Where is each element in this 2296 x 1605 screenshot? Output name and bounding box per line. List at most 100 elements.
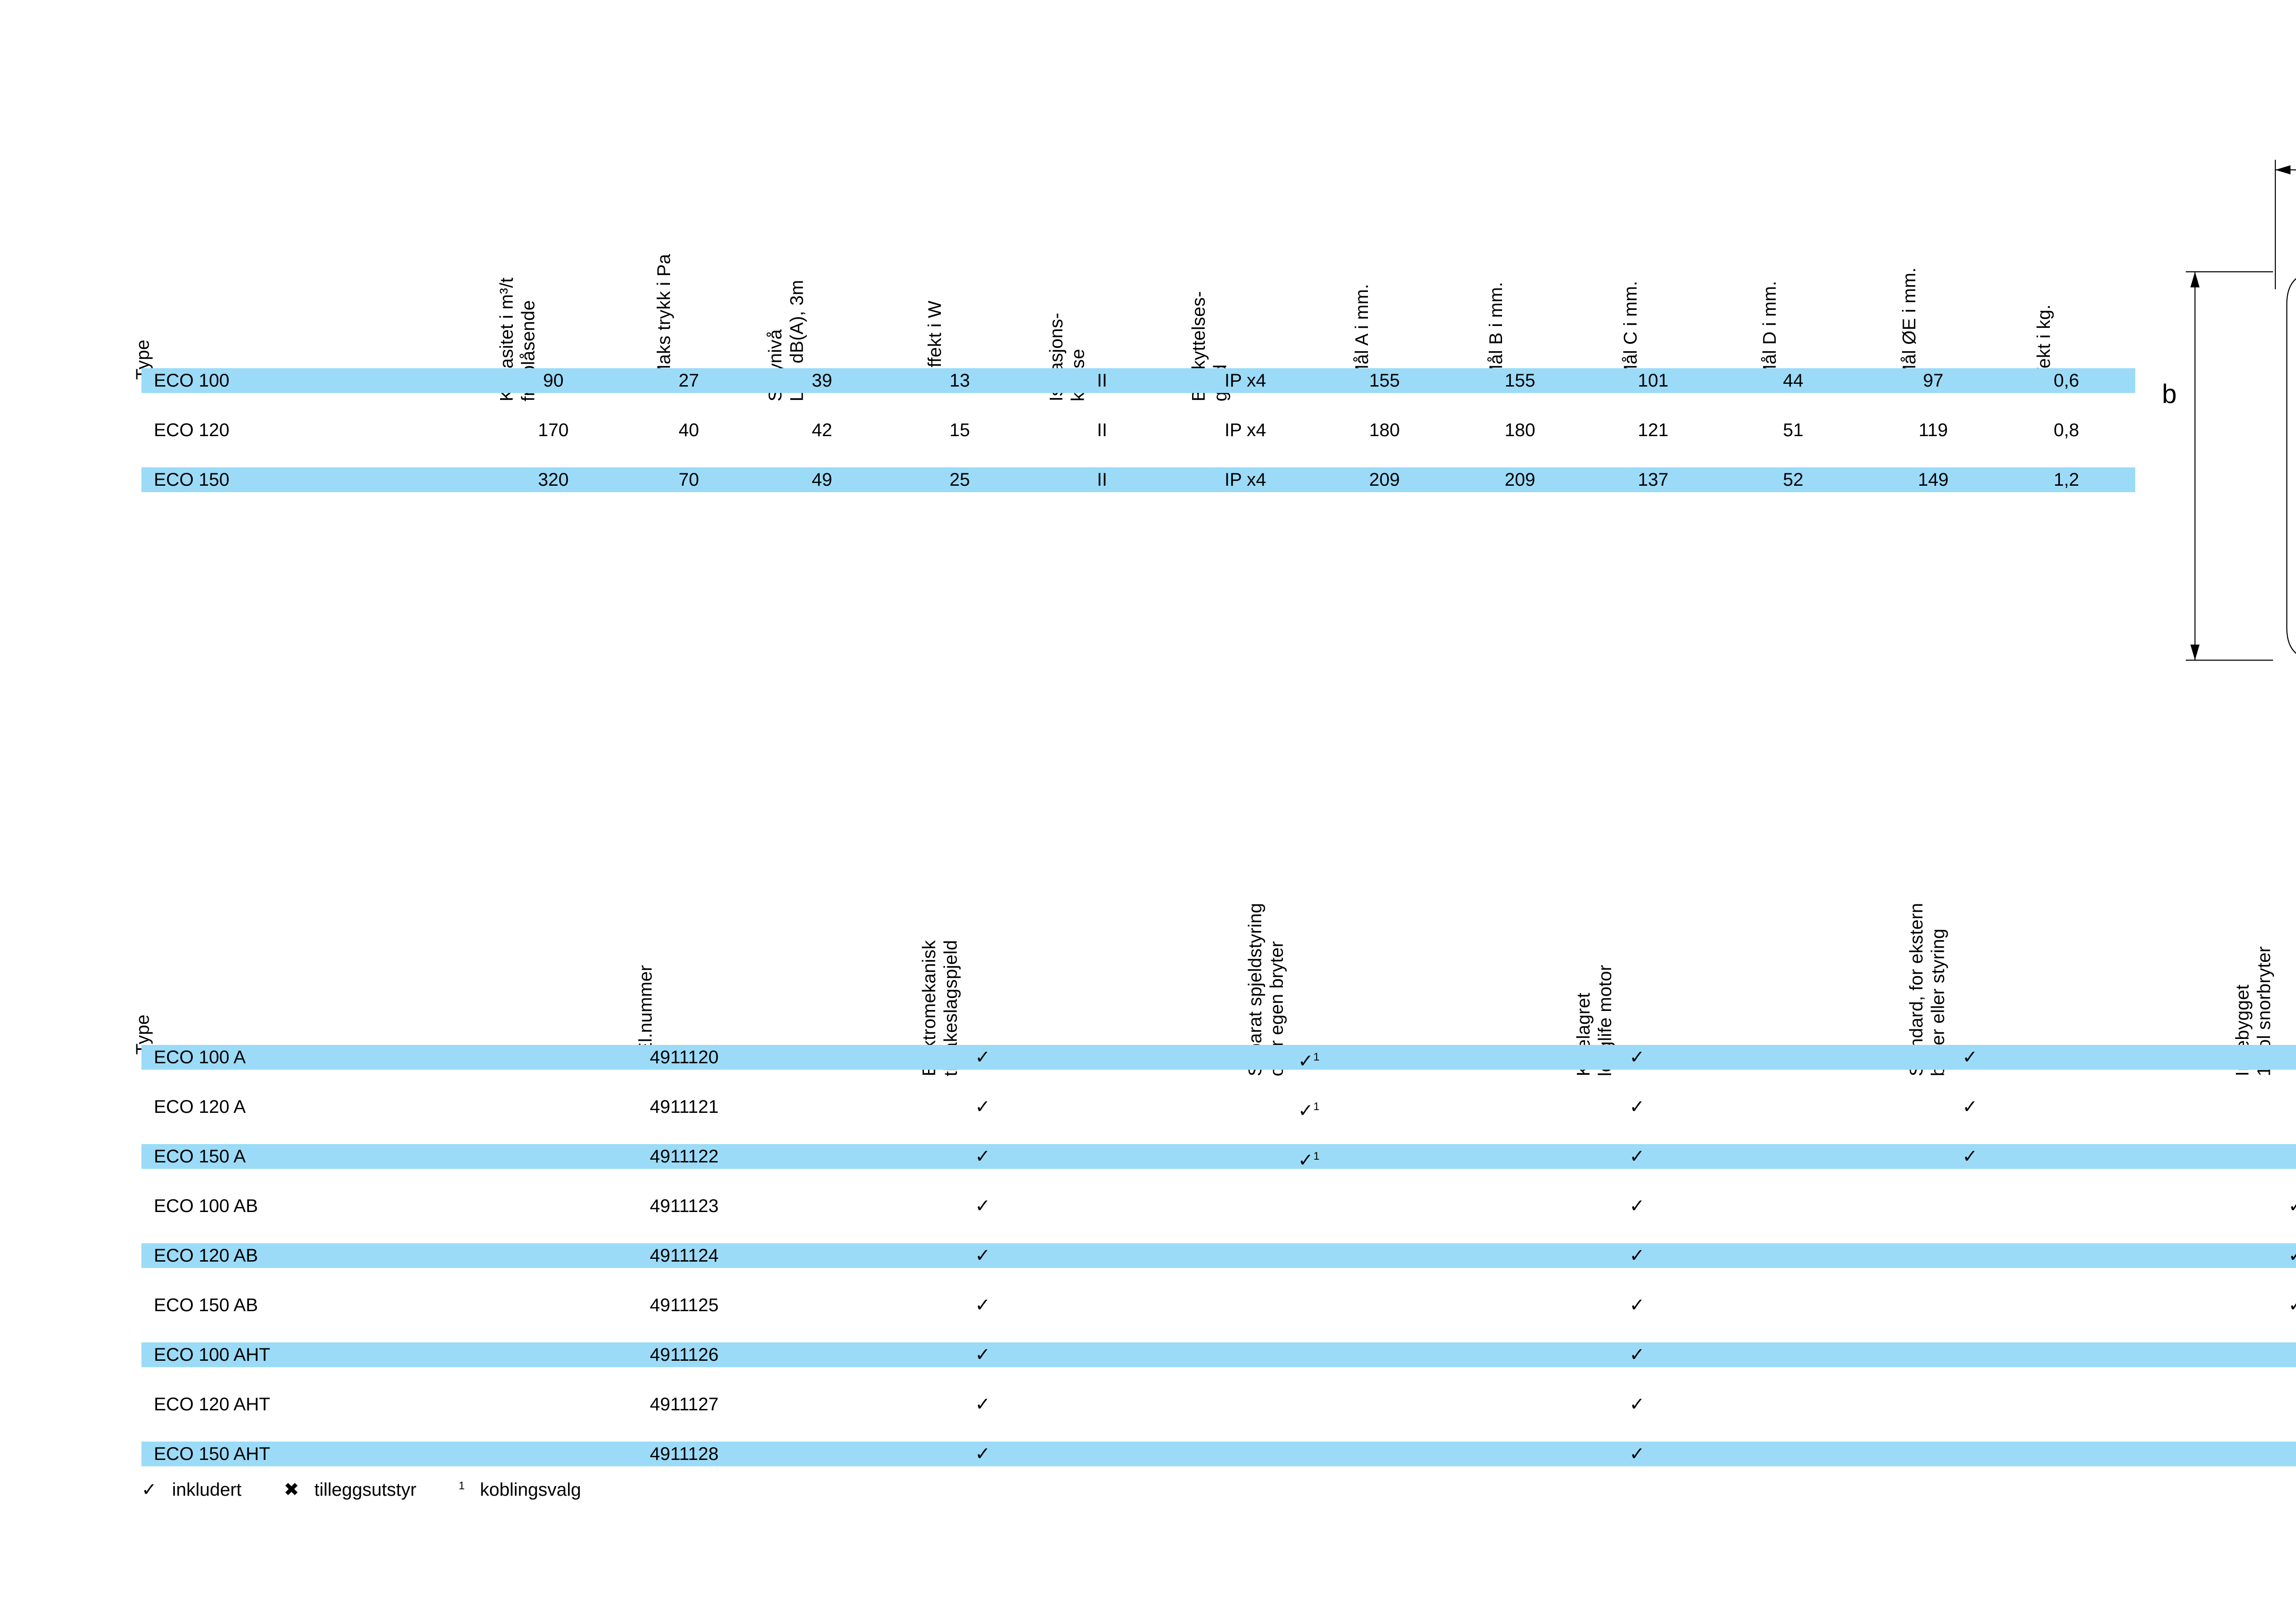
cross-icon: ✖ bbox=[283, 1480, 299, 1500]
cell-kapasitet: 170 bbox=[538, 420, 569, 440]
dimension-label-b: b bbox=[2162, 379, 2177, 409]
cell-kulelager: ✓ bbox=[1629, 1444, 1645, 1464]
cell-spjeld: ✓ bbox=[975, 1394, 990, 1414]
cell-spjeldstyring: ✓1 bbox=[1298, 1051, 1320, 1072]
cell-spjeldstyring: ✓1 bbox=[1298, 1100, 1320, 1121]
cell-a: 155 bbox=[1369, 370, 1400, 391]
cell-spjeld: ✓ bbox=[975, 1345, 990, 1365]
cell-spjeld: ✓ bbox=[975, 1246, 990, 1266]
front-view: a b bbox=[2158, 106, 2296, 698]
cell-e: 119 bbox=[1919, 420, 1948, 440]
column-header-10: Mål D i mm. bbox=[1759, 281, 1781, 380]
cell-vekt: 1,2 bbox=[2054, 470, 2079, 490]
cell-type: ECO 100 AHT bbox=[154, 1345, 270, 1365]
cell-maks_trykk: 70 bbox=[678, 470, 699, 490]
legend-included: ✓ inkludert bbox=[141, 1480, 252, 1500]
cell-elnummer: 4911128 bbox=[650, 1444, 719, 1464]
cell-kulelager: ✓ bbox=[1629, 1394, 1645, 1414]
cell-e: 97 bbox=[1923, 370, 1944, 391]
column-header-line1: Mål A i mm. bbox=[1351, 284, 1372, 380]
cell-kulelager: ✓ bbox=[1629, 1295, 1645, 1315]
cell-standard: ✓ bbox=[1962, 1146, 1978, 1167]
cell-isolasjon: II bbox=[1097, 370, 1108, 391]
cell-type: ECO 150 A bbox=[154, 1146, 246, 1167]
cell-spjeldstyring: ✓1 bbox=[1298, 1150, 1320, 1171]
column-header-line1: El.nummer bbox=[635, 965, 656, 1055]
column-header-line1: Maks trykk i Pa bbox=[653, 254, 674, 380]
cell-b: 209 bbox=[1504, 470, 1536, 490]
cell-elnummer: 4911127 bbox=[650, 1394, 719, 1414]
column-header-2: Maks trykk i Pa bbox=[653, 254, 675, 380]
cell-vekt: 0,8 bbox=[2054, 420, 2079, 440]
cell-kapasitet: 320 bbox=[538, 470, 569, 490]
legend-optional-label: tilleggsutstyr bbox=[314, 1480, 416, 1500]
cell-spjeld: ✓ bbox=[975, 1097, 990, 1117]
cell-isolasjon: II bbox=[1097, 420, 1108, 440]
cell-type: ECO 120 A bbox=[154, 1097, 246, 1117]
cell-stoy: 42 bbox=[811, 420, 833, 440]
cell-elnummer: 4911120 bbox=[650, 1047, 719, 1067]
front-view-drawing bbox=[2186, 160, 2296, 661]
cell-effekt: 15 bbox=[949, 420, 970, 440]
column-header-line1: Mål ØE i mm. bbox=[1899, 267, 1919, 380]
cell-kulelager: ✓ bbox=[1629, 1097, 1645, 1117]
legend-note: 1 koblingsvalg bbox=[459, 1480, 591, 1500]
cell-snorbryter: ✓ bbox=[2288, 1196, 2296, 1216]
check-icon: ✓ bbox=[141, 1480, 157, 1500]
column-header-9: Mål C i mm. bbox=[1620, 281, 1642, 380]
cell-type: ECO 150 AB bbox=[154, 1295, 258, 1315]
cell-beskyttelse: IP x4 bbox=[1224, 370, 1266, 391]
cell-c: 121 bbox=[1638, 420, 1669, 440]
cell-spjeld: ✓ bbox=[975, 1444, 990, 1464]
cell-d: 51 bbox=[1783, 420, 1804, 440]
cell-b: 180 bbox=[1504, 420, 1536, 440]
cell-d: 52 bbox=[1783, 470, 1804, 490]
product-drawings: a b bbox=[2158, 106, 2296, 698]
cell-a: 209 bbox=[1369, 470, 1400, 490]
cell-type: ECO 120 AHT bbox=[154, 1394, 270, 1414]
cell-elnummer: 4911121 bbox=[650, 1097, 719, 1117]
cell-c: 137 bbox=[1638, 470, 1669, 490]
cell-snorbryter: ✓ bbox=[2288, 1246, 2296, 1266]
cell-type: ECO 100 bbox=[154, 370, 230, 391]
cell-kulelager: ✓ bbox=[1629, 1146, 1645, 1167]
column-header-line1: Mål C i mm. bbox=[1620, 281, 1641, 380]
cell-type: ECO 150 bbox=[154, 470, 230, 490]
cell-beskyttelse: IP x4 bbox=[1224, 470, 1266, 490]
legend: ✓ inkludert ✖ tilleggsutstyr 1 koblingsval… bbox=[141, 1479, 601, 1500]
cell-spjeld: ✓ bbox=[975, 1196, 990, 1216]
legend-included-label: inkludert bbox=[172, 1480, 242, 1500]
cell-isolasjon: II bbox=[1097, 470, 1108, 490]
cell-spjeld: ✓ bbox=[975, 1047, 990, 1067]
legend-optional: ✖ tilleggsutstyr bbox=[284, 1480, 427, 1500]
cell-spjeld: ✓ bbox=[975, 1295, 990, 1315]
cell-elnummer: 4911126 bbox=[650, 1345, 719, 1365]
cell-vekt: 0,6 bbox=[2054, 370, 2079, 391]
cell-maks_trykk: 40 bbox=[678, 420, 699, 440]
cell-kulelager: ✓ bbox=[1629, 1196, 1645, 1216]
cell-spjeld: ✓ bbox=[975, 1146, 990, 1167]
cell-type: ECO 150 AHT bbox=[154, 1444, 270, 1464]
cell-d: 44 bbox=[1783, 370, 1804, 391]
legend-note-label: koblingsvalg bbox=[480, 1480, 581, 1500]
cell-b: 155 bbox=[1504, 370, 1536, 391]
column-header-1: El.nummer bbox=[635, 965, 657, 1055]
cell-elnummer: 4911124 bbox=[650, 1246, 719, 1266]
cell-type: ECO 100 AB bbox=[154, 1196, 258, 1216]
cell-standard: ✓ bbox=[1962, 1097, 1978, 1117]
cell-standard: ✓ bbox=[1962, 1047, 1978, 1067]
cell-stoy: 49 bbox=[811, 470, 833, 490]
column-header-8: Mål B i mm. bbox=[1486, 282, 1507, 380]
cell-effekt: 13 bbox=[949, 370, 970, 391]
